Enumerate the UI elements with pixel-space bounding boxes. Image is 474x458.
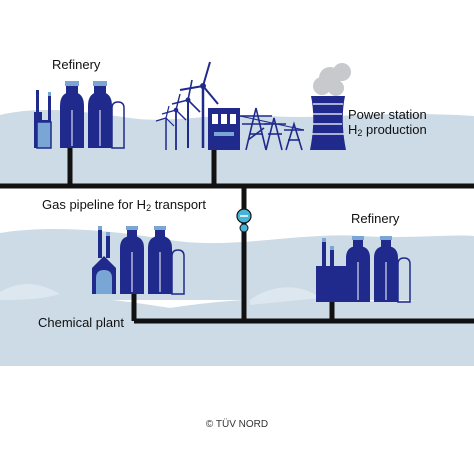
copyright-notice: © TÜV NORD: [205, 419, 269, 430]
valve-icon: [236, 204, 252, 233]
label-gas-pipeline-suffix: transport: [151, 197, 206, 212]
land-hill-right: [250, 287, 320, 305]
label-h2-production-suffix: production: [362, 122, 427, 137]
land-band-lower: [0, 296, 474, 366]
chemical-plant-icon: [92, 226, 185, 295]
label-gas-pipeline-prefix: Gas pipeline for H: [42, 197, 147, 212]
label-refinery-top: Refinery: [52, 57, 101, 72]
label-power-station-line1: Power station: [348, 107, 427, 122]
label-chemical-plant: Chemical plant: [38, 315, 124, 330]
label-refinery-right: Refinery: [351, 211, 400, 226]
label-h2-production-prefix: H: [348, 122, 358, 137]
label-gas-pipeline: Gas pipeline for H2 transport: [42, 197, 206, 213]
land-band-middle: [0, 229, 474, 300]
refinery-icon: [34, 81, 125, 149]
wind-turbine-icon: [155, 61, 219, 150]
cooling-tower-icon: [310, 63, 351, 150]
land-hill-left: [0, 283, 60, 300]
label-gas-pipeline-sub: 2: [146, 203, 152, 213]
label-h2-production-sub: 2: [357, 128, 363, 138]
label-power-station: Power station H2 production: [348, 107, 427, 138]
power-pylon-icon: [239, 107, 305, 151]
control-building-icon: [208, 108, 240, 150]
refinery-icon: [316, 236, 411, 303]
